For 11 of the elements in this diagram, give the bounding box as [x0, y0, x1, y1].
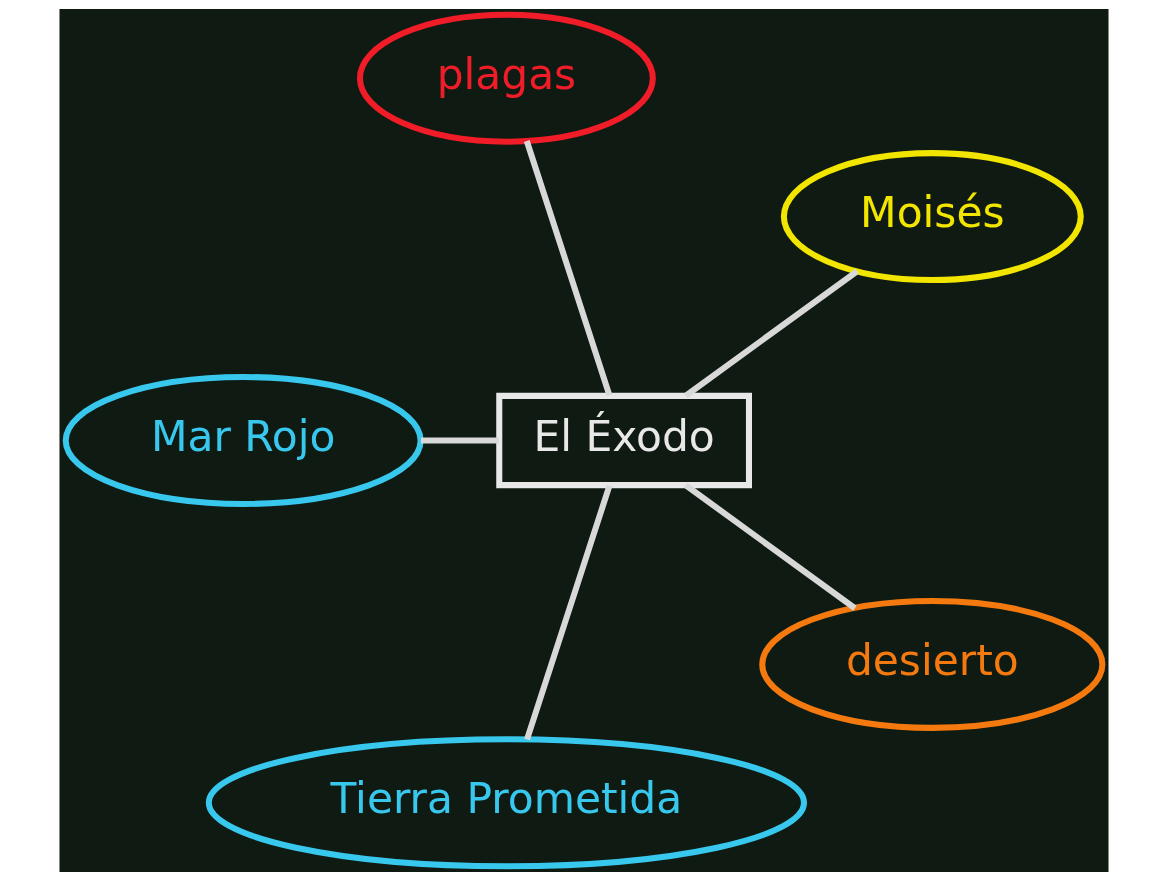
- connector: [420, 437, 499, 444]
- node-ellipse: Mar Rojo: [62, 373, 424, 507]
- node-ellipse: plagas: [356, 11, 656, 145]
- connector: [523, 139, 613, 396]
- node-ellipse: Tierra Prometida: [205, 735, 807, 869]
- connector: [524, 484, 613, 740]
- node-ellipse: Moisés: [780, 149, 1084, 283]
- connector: [683, 482, 857, 611]
- node-ellipse: desierto: [759, 597, 1106, 731]
- node-box: El Éxodo: [496, 392, 752, 488]
- connector: [683, 268, 859, 398]
